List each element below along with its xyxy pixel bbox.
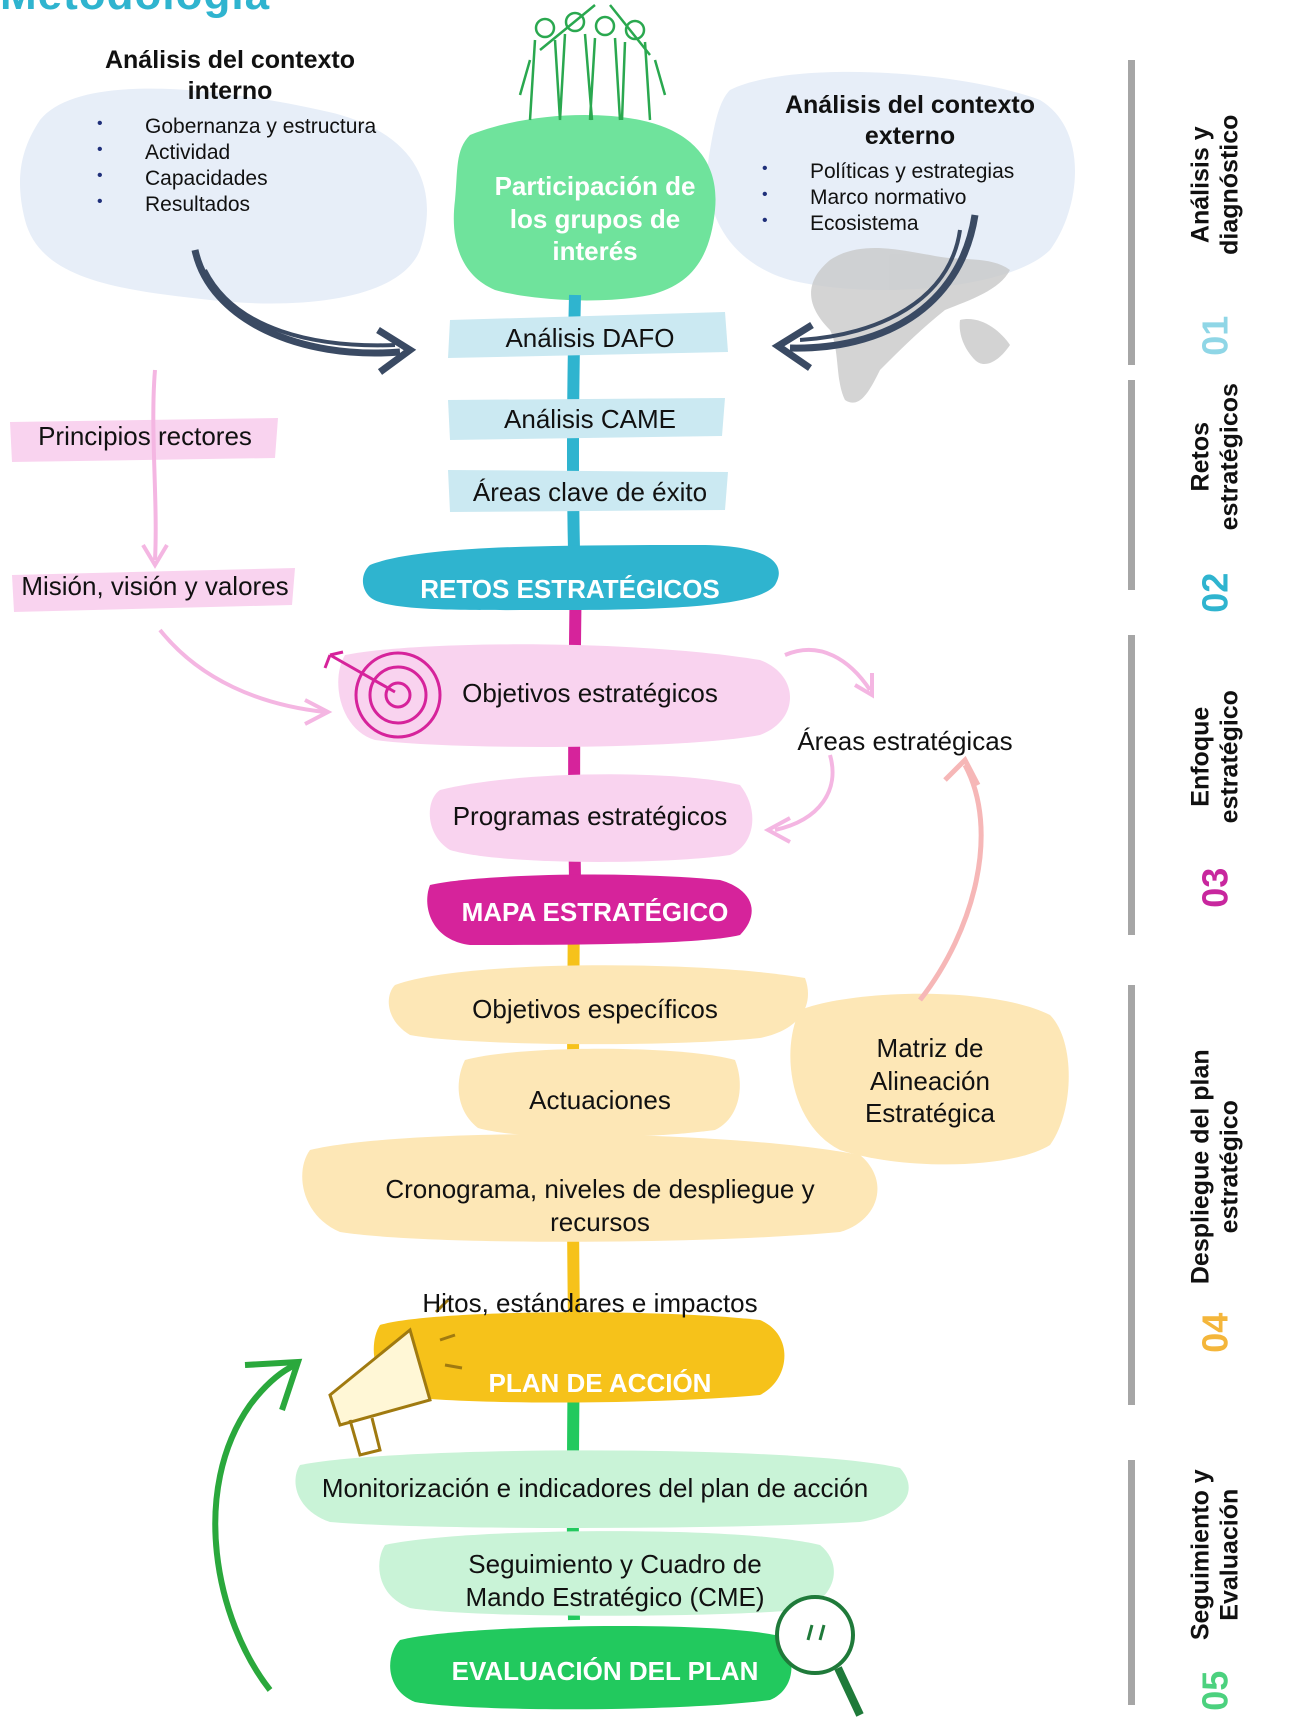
stage-label: Análisis y diagnóstico	[1186, 114, 1244, 255]
areas-clave-label: Áreas clave de éxito	[472, 477, 708, 507]
objetivos-estrategicos-blob	[338, 644, 790, 747]
objetivos-especificos-blob	[388, 965, 808, 1045]
stage-03: 03 Enfoque estratégico	[1160, 635, 1270, 935]
plan-accion-label: PLAN DE ACCIÓN	[488, 1368, 712, 1398]
matriz-label: Matriz de Alineación Estratégica	[864, 1033, 996, 1128]
stage-number: 02	[1194, 572, 1236, 614]
monitorizacion-blob	[295, 1450, 909, 1528]
programas-label: Programas estratégicos	[452, 801, 728, 831]
stage-divider	[1128, 635, 1135, 935]
list-item: Capacidades	[97, 166, 390, 192]
areas-clave-box	[448, 470, 728, 512]
evaluacion-label: EVALUACIÓN DEL PLAN	[451, 1656, 759, 1686]
stage-04: 04 Despliegue del plan estratégico	[1160, 985, 1270, 1405]
stage-label: Despliegue del plan estratégico	[1186, 1049, 1244, 1285]
list-item: Gobernanza y estructura	[97, 114, 390, 140]
megaphone-icon	[328, 1298, 463, 1457]
list-item: Resultados	[97, 192, 390, 218]
came-box	[448, 398, 725, 440]
principios-label: Principios rectores	[38, 421, 252, 451]
hitos-label: Hitos, estándares e impactos	[422, 1288, 758, 1318]
magnifier-icon	[775, 1595, 864, 1717]
pink-curve-arrow	[158, 628, 326, 714]
stage-label: Retos estratégicos	[1186, 383, 1244, 531]
external-arrow-inner	[799, 229, 962, 342]
internal-arrow-inner	[203, 269, 396, 348]
stage-divider	[1128, 985, 1135, 1405]
mapa-blob	[427, 874, 752, 945]
plan-accion-blob	[373, 1312, 785, 1403]
stage-divider	[1128, 60, 1135, 365]
pink-down-arrow	[151, 369, 158, 561]
matriz-blob	[790, 993, 1069, 1165]
principios-box	[10, 418, 278, 462]
came-label: Análisis CAME	[504, 404, 676, 434]
list-item: Políticas y estrategias	[762, 159, 1060, 185]
dafo-label: Análisis DAFO	[505, 323, 675, 353]
feedback-green-arrow	[212, 1362, 297, 1692]
participation-blob	[453, 115, 716, 301]
internal-context-panel: Análisis del contexto interno Gobernanza…	[70, 45, 390, 218]
external-arrow	[789, 214, 979, 352]
page-title: Metodología	[0, 0, 270, 20]
stage-05: 05 Seguimiento y Evaluación	[1160, 1460, 1270, 1710]
mapa-label: MAPA ESTRATÉGICO	[461, 897, 729, 927]
actuaciones-label: Actuaciones	[529, 1085, 671, 1115]
seguimiento-label: Seguimiento y Cuadro de Mando Estratégic…	[465, 1549, 765, 1612]
cronograma-blob	[302, 1134, 878, 1242]
objetivos-estrategicos-label: Objetivos estratégicos	[462, 678, 718, 708]
mision-label: Misión, visión y valores	[21, 571, 289, 601]
target-icon	[323, 650, 442, 739]
areas-to-programas-arrow	[774, 754, 835, 832]
stage-number: 01	[1194, 315, 1236, 356]
stage-label: Enfoque estratégico	[1186, 690, 1244, 824]
retos-label: RETOS ESTRATÉGICOS	[420, 574, 720, 604]
monitorizacion-label: Monitorización e indicadores del plan de…	[321, 1473, 869, 1503]
list-item: Actividad	[97, 140, 390, 166]
list-item: Ecosistema	[762, 211, 1060, 237]
evaluacion-blob	[390, 1625, 792, 1710]
internal-arrow	[191, 249, 401, 357]
stage-divider	[1128, 380, 1135, 590]
list-item: Marco normativo	[762, 185, 1060, 211]
programas-blob	[429, 774, 753, 862]
objetivos-to-areas-arrow	[784, 648, 872, 692]
stage-divider	[1128, 1460, 1135, 1705]
internal-context-heading: Análisis del contexto interno	[104, 46, 356, 106]
objetivos-especificos-label: Objetivos específicos	[472, 994, 718, 1024]
participation-label: Participación de los grupos de interés	[494, 171, 696, 266]
external-context-panel: Análisis del contexto externo Políticas …	[760, 90, 1060, 237]
stage-number: 04	[1194, 1312, 1236, 1354]
mision-box	[12, 568, 295, 612]
actuaciones-blob	[458, 1048, 740, 1138]
world-map-icon	[811, 248, 1010, 403]
retos-blob	[362, 545, 779, 611]
stage-01: 01 Análisis y diagnóstico	[1160, 60, 1270, 365]
dafo-box	[448, 312, 728, 358]
cronograma-label: Cronograma, niveles de despliegue y recu…	[385, 1174, 815, 1237]
stage-02: 02 Retos estratégicos	[1160, 380, 1270, 613]
stage-number: 03	[1194, 867, 1236, 909]
matriz-to-areas-arrow	[918, 763, 984, 1002]
areas-estrategicas-label: Áreas estratégicas	[797, 726, 1013, 756]
stage-number: 05	[1194, 1670, 1236, 1711]
seguimiento-blob	[379, 1531, 834, 1616]
stage-label: Seguimiento y Evaluación	[1186, 1469, 1244, 1640]
people-group-icon	[518, 4, 667, 121]
external-context-heading: Análisis del contexto externo	[784, 91, 1036, 151]
